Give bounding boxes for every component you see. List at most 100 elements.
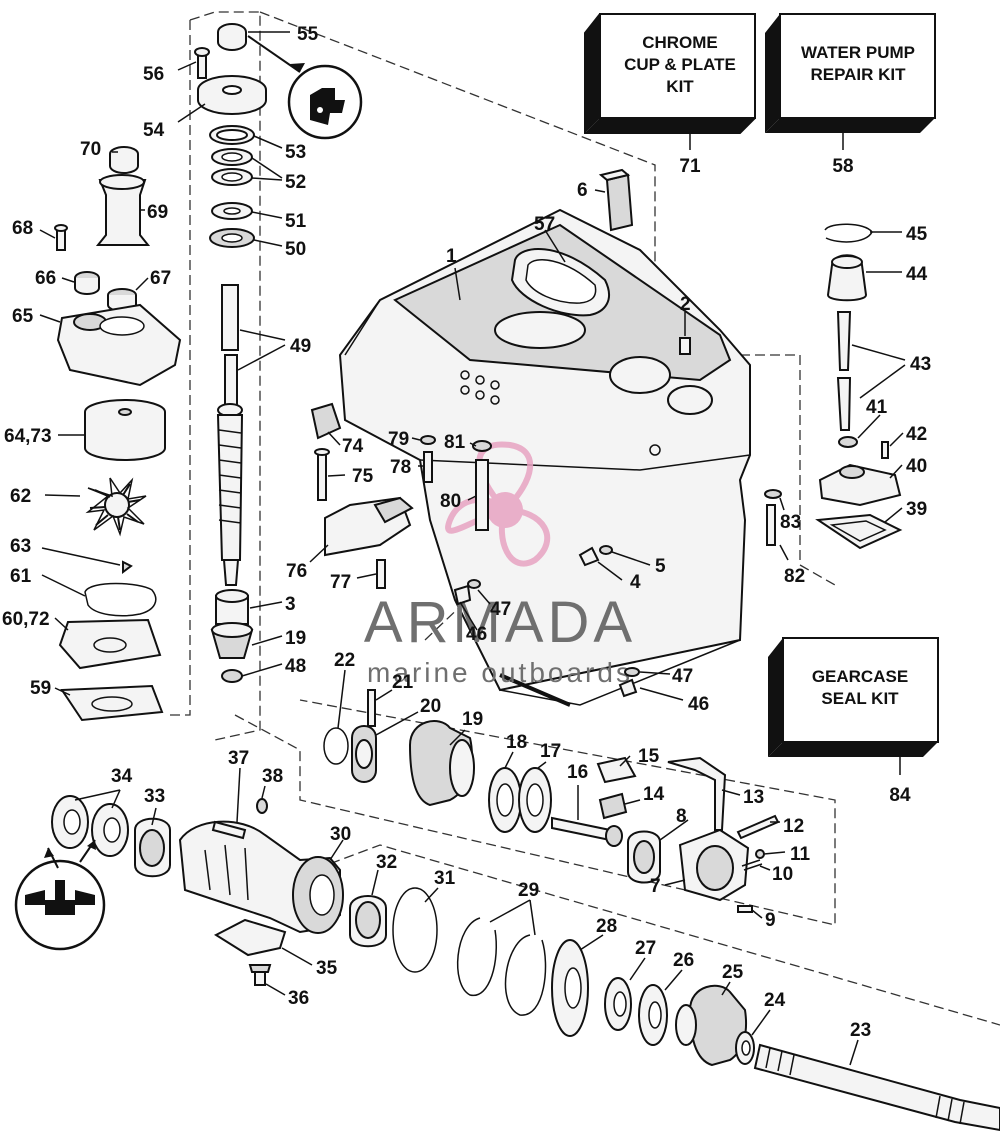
callout-32: 32 [376,852,397,873]
callout-39: 39 [906,499,927,520]
callout-82: 82 [784,566,805,587]
callout-54: 54 [143,120,165,141]
callout-75: 75 [352,466,374,487]
top-middle-parts [310,168,691,698]
armada-watermark: ARMADA marine outboards [364,441,636,688]
callout-6: 6 [577,180,588,201]
watermark-brand: ARMADA [364,590,636,655]
callout-36: 36 [288,988,309,1009]
callout-35: 35 [316,958,338,979]
callout-28: 28 [596,916,617,937]
kit-box-water-pump: WATER PUMP REPAIR KIT 58 [765,13,936,177]
driveshaft-stack [194,23,267,683]
callout-62: 62 [10,486,31,507]
callout-29: 29 [518,880,539,901]
callout-59: 59 [30,678,51,699]
callout-24: 24 [764,990,786,1011]
callout-43: 43 [910,354,931,375]
callout-11: 11 [790,844,811,865]
callout-23: 23 [850,1020,871,1041]
callout-58: 58 [832,156,853,177]
callout-79: 79 [388,429,409,450]
callout-2: 2 [680,294,691,315]
callout-25: 25 [722,962,744,983]
propshaft-splines [765,1047,965,1125]
callout-60-72: 60,72 [2,609,50,630]
callout-41: 41 [866,397,888,418]
callout-30: 30 [330,824,351,845]
callout-64-73: 64,73 [4,426,52,447]
callout-10: 10 [772,864,793,885]
callout-49: 49 [290,336,311,357]
driveshaft-splines [218,429,242,524]
impeller [85,477,147,537]
kit-chrome-line2: CUP & PLATE [624,55,736,74]
callout-77: 77 [330,572,351,593]
callout-74: 74 [342,436,364,457]
callout-57: 57 [534,214,555,235]
callout-18: 18 [506,732,527,753]
callout-65: 65 [12,306,34,327]
lower-gear-assembly [323,689,780,913]
callout-81: 81 [444,432,466,453]
callout-42: 42 [906,424,927,445]
callout-68: 68 [12,218,33,239]
callout-8: 8 [676,806,687,827]
callout-48: 48 [285,656,306,677]
callout-37: 37 [228,748,249,769]
callout-40: 40 [906,456,927,477]
seal-tool-icon [14,839,106,951]
callout-12: 12 [783,816,804,837]
callout-55: 55 [297,24,319,45]
callout-19-upper: 19 [285,628,306,649]
kit-seal-line2: SEAL KIT [821,689,899,708]
watermark-tagline: marine outboards [367,657,633,688]
callout-44: 44 [906,264,928,285]
callout-69: 69 [147,202,168,223]
callout-16: 16 [567,762,588,783]
leader-lines [39,31,906,1066]
kit-box-gearcase-seal: GEARCASE SEAL KIT 84 [768,637,939,806]
callout-50: 50 [285,239,306,260]
callout-31: 31 [434,868,456,889]
callout-53: 53 [285,142,306,163]
callout-4: 4 [630,572,641,593]
callout-45: 45 [906,224,928,245]
callout-numbers: 55 56 54 53 52 51 50 49 3 19 48 70 69 68… [2,24,931,1041]
callout-14: 14 [643,784,665,805]
housing-bolt-holes [460,370,500,405]
callout-84: 84 [889,785,911,806]
callout-7: 7 [650,876,661,897]
callout-71: 71 [679,156,701,177]
callout-67: 67 [150,268,171,289]
callout-78: 78 [390,457,411,478]
callout-21: 21 [392,672,414,693]
callout-46-lower: 46 [688,694,709,715]
callout-80: 80 [440,491,461,512]
callout-46-upper: 46 [466,624,487,645]
callout-63: 63 [10,536,31,557]
water-pump-assembly [54,146,182,722]
callout-20: 20 [420,696,441,717]
callout-13: 13 [743,787,764,808]
kit-water-pump-line2: REPAIR KIT [810,65,906,84]
callout-76: 76 [286,561,307,582]
callout-83: 83 [780,512,801,533]
callout-33: 33 [144,786,165,807]
shift-rod-assembly [764,223,903,550]
kit-seal-line1: GEARCASE [812,667,908,686]
callout-5: 5 [655,556,666,577]
callout-47-lower: 47 [672,666,693,687]
callout-22: 22 [334,650,355,671]
callout-34: 34 [111,766,133,787]
callout-61: 61 [10,566,32,587]
kit-chrome-line3: KIT [666,77,694,96]
kit-box-chrome: CHROME CUP & PLATE KIT 71 [584,13,756,177]
callout-1: 1 [446,246,457,267]
callout-27: 27 [635,938,656,959]
callout-17: 17 [540,741,561,762]
callout-47-upper: 47 [490,599,511,620]
kit-chrome-line1: CHROME [642,33,718,52]
callout-9: 9 [765,910,776,931]
